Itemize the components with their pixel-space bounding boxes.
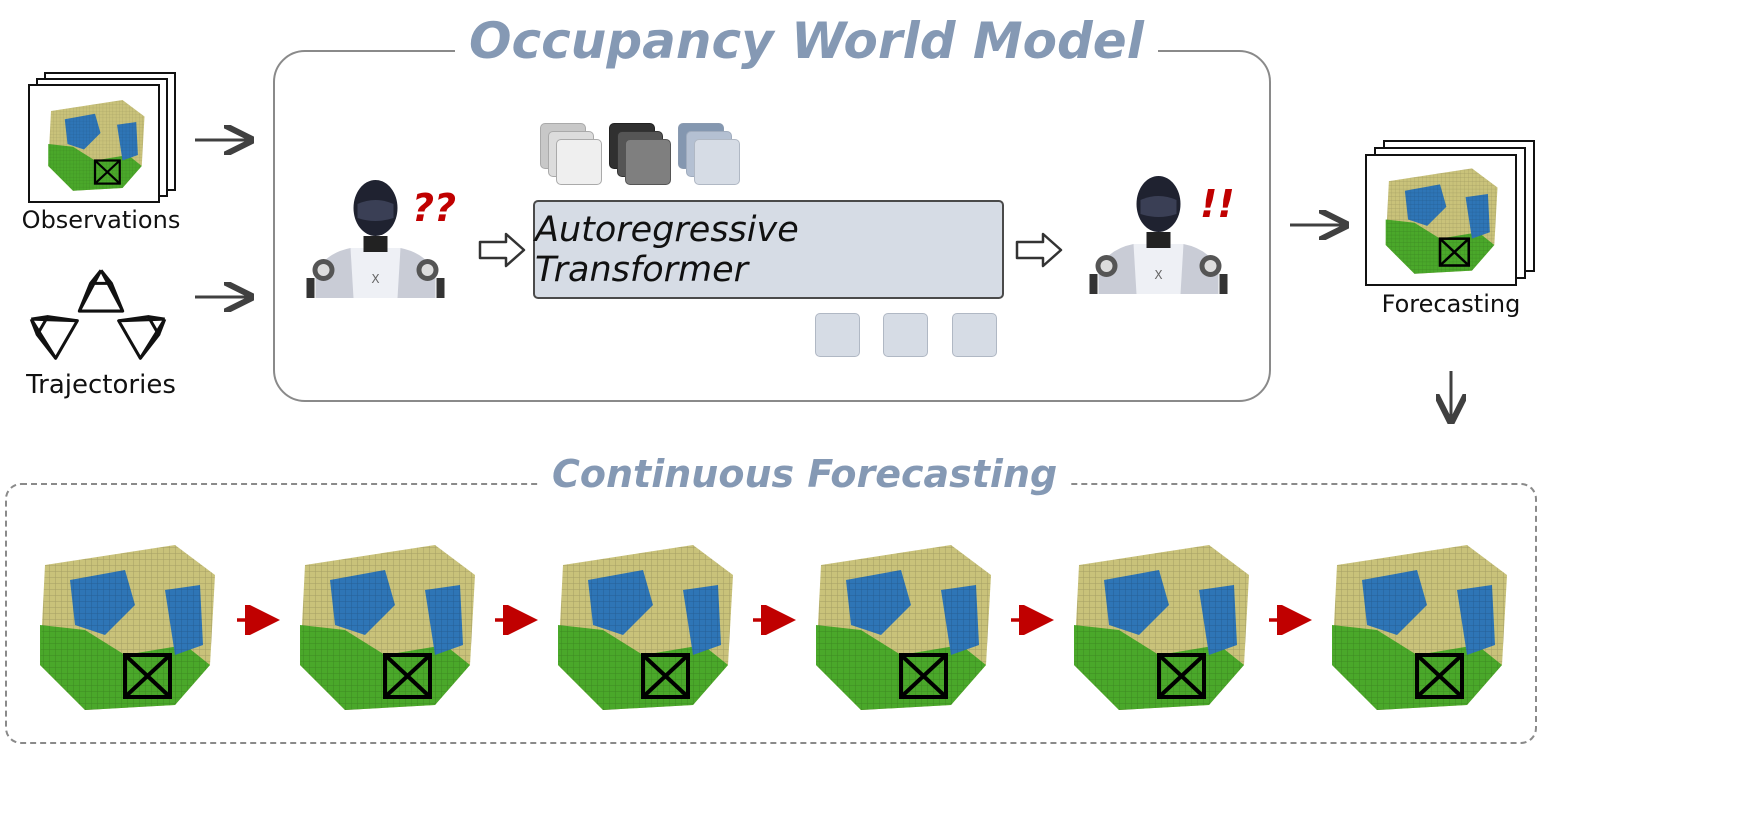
arrow-to-forecasting [1290, 210, 1355, 240]
occupancy-voxel-icon [285, 535, 485, 715]
red-arrow [1269, 605, 1312, 635]
red-arrow [237, 605, 280, 635]
occupancy-voxel-icon [1059, 535, 1259, 715]
red-arrow [1011, 605, 1054, 635]
trajectories-label: Trajectories [26, 370, 176, 400]
token-stack-blue [678, 123, 748, 193]
occupancy-voxel-icon [25, 535, 225, 715]
trajectories-frustums [20, 262, 180, 362]
continuous-forecasting-title: Continuous Forecasting [538, 452, 1072, 496]
token-stack-light [540, 123, 610, 193]
observations-stack [28, 70, 178, 203]
output-token [815, 313, 860, 357]
output-token [883, 313, 928, 357]
token-stack-dark [609, 123, 679, 193]
occupancy-voxel-icon [801, 535, 1001, 715]
occupancy-voxel-icon [1317, 535, 1517, 715]
arrow-down-to-continuous [1436, 371, 1466, 426]
occupancy-voxel-icon [40, 94, 150, 194]
forecast-sequence [25, 530, 1525, 725]
exclamation-marks: !! [1200, 182, 1235, 226]
occupancy-voxel-icon [543, 535, 743, 715]
occupancy-voxel-icon [1375, 162, 1505, 277]
arrow-trajectories [195, 282, 260, 312]
forecasting-stack [1365, 138, 1537, 288]
red-arrow [753, 605, 796, 635]
observations-label: Observations [21, 206, 181, 234]
red-arrow [495, 605, 538, 635]
autoregressive-transformer-box: Autoregressive Transformer [533, 200, 1004, 299]
forecasting-label: Forecasting [1381, 290, 1521, 318]
camera-frustum-icon [75, 266, 127, 318]
arrow-observations [195, 125, 260, 155]
output-token [952, 313, 997, 357]
question-marks: ?? [412, 186, 457, 230]
world-model-title: Occupancy World Model [455, 12, 1158, 70]
hollow-arrow-icon [478, 232, 526, 268]
hollow-arrow-icon [1015, 232, 1063, 268]
